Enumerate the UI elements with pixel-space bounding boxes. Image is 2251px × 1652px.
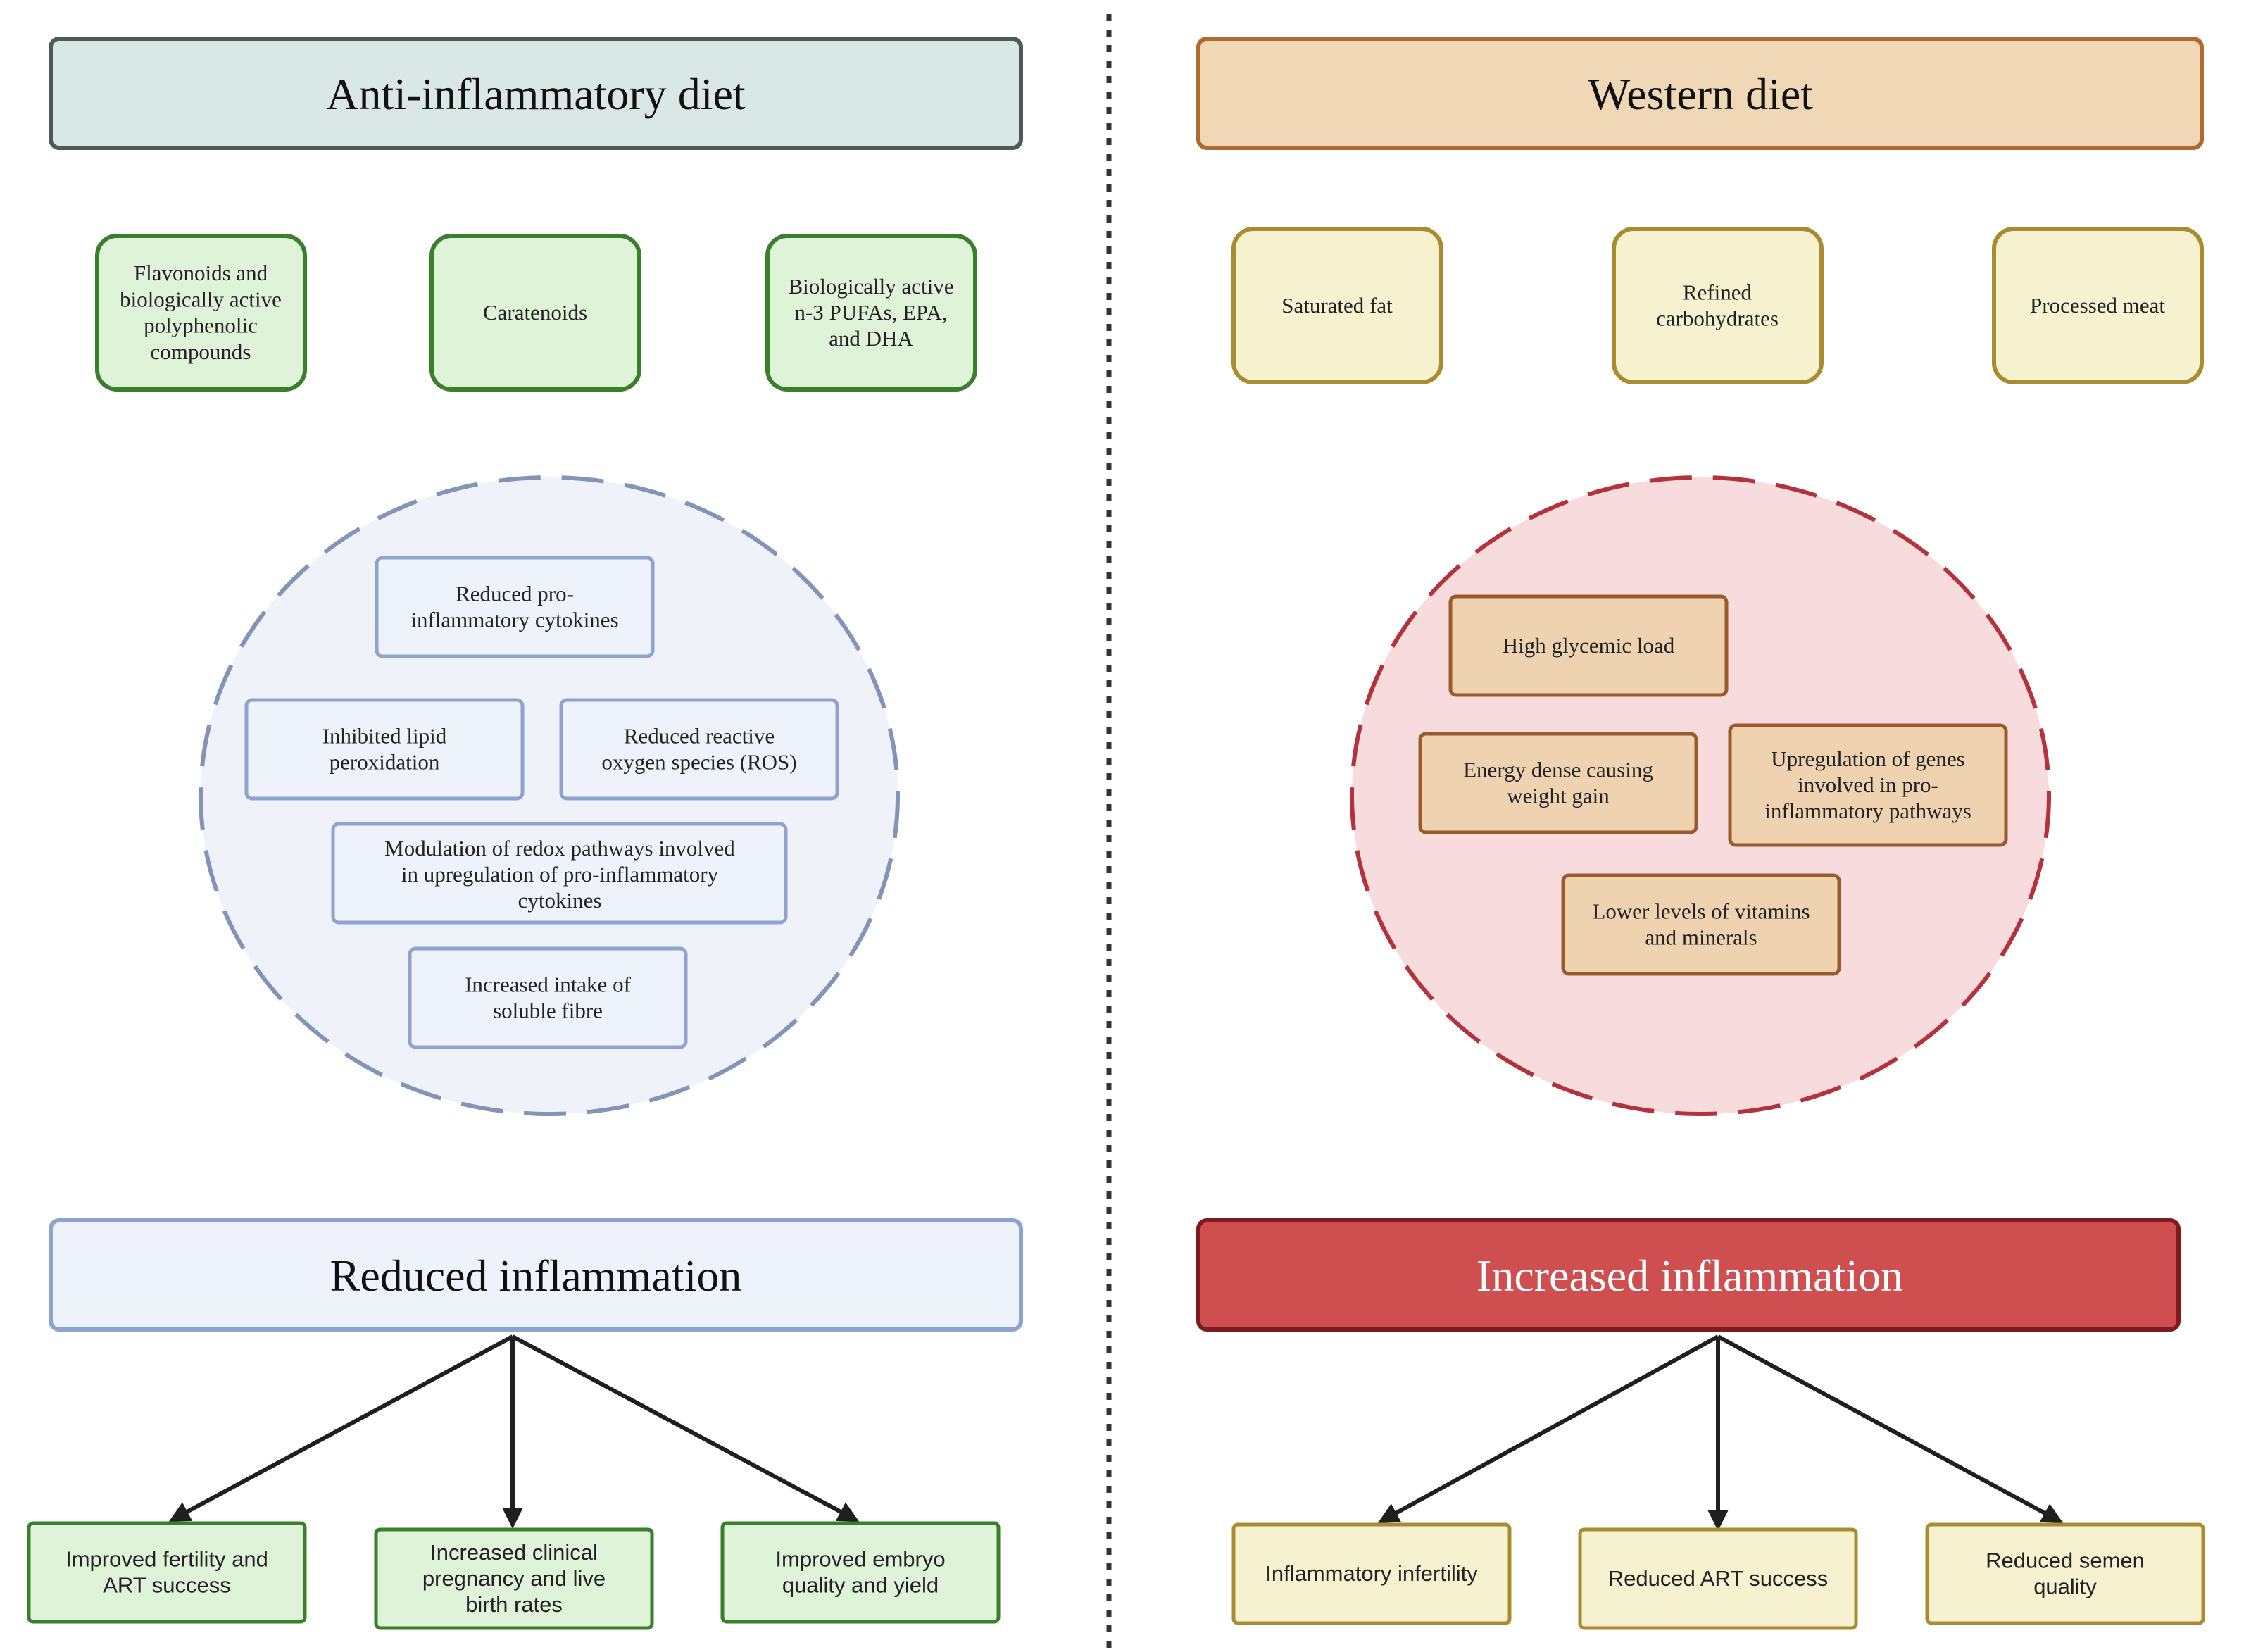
mech-label-lipid-line: peroxidation: [330, 750, 440, 775]
mech-label-glycemic-line: High glycemic load: [1503, 633, 1675, 658]
food-box-carotenoids: [429, 234, 641, 392]
result-label-art-success-line: Reduced ART success: [1608, 1566, 1828, 1591]
mech-label-cytokines-line: Reduced pro-: [456, 581, 574, 606]
mech-box-vitamins: [1561, 873, 1841, 976]
mech-label-gene-upregulation-line: inflammatory pathways: [1764, 799, 1971, 823]
mech-box-ros: [559, 698, 839, 801]
mech-label-lipid-line: Inhibited lipid: [322, 723, 447, 748]
result-label-semen-quality: Reduced semen quality: [1986, 1548, 2145, 1598]
mech-label-energy-dense-line: Energy dense causing: [1463, 757, 1653, 782]
food-label-carotenoids-line: Caratenoids: [483, 300, 587, 325]
mech-label-energy-dense-line: weight gain: [1507, 784, 1610, 808]
mech-label-cytokines-line: inflammatory cytokines: [410, 608, 618, 632]
food-label-carotenoids: Caratenoids: [483, 300, 587, 325]
result-box-fertility: [27, 1521, 307, 1624]
reduced-inflammation-box: [49, 1218, 1023, 1332]
increased-inflammation-box: [1196, 1218, 2181, 1332]
arrow-to-fertility: [168, 1334, 514, 1522]
result-label-inflammatory-infertility: Inflammatory infertility: [1265, 1561, 1478, 1586]
food-label-refined-carbs-line: Refined: [1683, 280, 1752, 304]
mech-label-fibre: Increased intake of soluble fibre: [465, 972, 631, 1022]
western-diet-header-box: [1196, 37, 2204, 150]
food-label-refined-carbs-line: carbohydrates: [1656, 306, 1779, 331]
result-label-embryo-line: quality and yield: [782, 1573, 939, 1598]
mech-label-glycemic: High glycemic load: [1503, 633, 1675, 658]
food-label-flavonoids-line: polyphenolic: [144, 313, 258, 338]
food-label-pufas-line: and DHA: [829, 326, 913, 351]
anti-diet-header-box: [49, 37, 1023, 150]
reduced-inflammation-title: Reduced inflammation: [330, 1251, 742, 1301]
mech-label-redox-line: cytokines: [518, 888, 602, 913]
mech-label-redox-line: in upregulation of pro-inflammatory: [401, 862, 719, 887]
food-label-saturated-fat-line: Saturated fat: [1281, 293, 1393, 318]
result-label-inflammatory-infertility-line: Inflammatory infertility: [1265, 1561, 1478, 1586]
result-label-pregnancy-line: birth rates: [465, 1592, 563, 1617]
mech-label-vitamins-line: and minerals: [1645, 925, 1757, 950]
food-label-processed-meat-line: Processed meat: [2030, 293, 2165, 318]
mech-label-fibre-line: soluble fibre: [493, 999, 603, 1023]
food-box-processed-meat: [1992, 227, 2204, 384]
mech-box-gene-upregulation: [1728, 723, 2008, 847]
food-box-flavonoids: [95, 234, 307, 392]
mech-box-glycemic: [1448, 594, 1729, 697]
anti-diet-title: Anti-inflammatory diet: [326, 69, 746, 119]
result-label-semen-quality-line: Reduced semen: [1986, 1548, 2145, 1572]
mech-label-ros-line: oxygen species (ROS): [601, 750, 796, 775]
mech-label-redox-line: Modulation of redox pathways involved: [384, 836, 735, 861]
mech-label-fibre-line: Increased intake of: [465, 972, 631, 996]
result-box-semen-quality: [1925, 1522, 2205, 1625]
mech-box-fibre: [408, 946, 688, 1049]
mech-box-cytokines: [375, 556, 655, 658]
food-label-flavonoids-line: compounds: [151, 339, 251, 364]
mech-label-ros-line: Reduced reactive: [624, 723, 775, 748]
mech-box-redox: [331, 822, 788, 925]
result-label-art-success: Reduced ART success: [1608, 1566, 1828, 1591]
food-label-pufas-line: Biologically active: [788, 274, 953, 299]
result-box-pregnancy: [374, 1527, 654, 1630]
increased-inflammation-title: Increased inflammation: [1476, 1251, 1903, 1301]
arrow-to-embryo: [511, 1334, 860, 1522]
mech-label-vitamins-line: Lower levels of vitamins: [1592, 899, 1810, 923]
food-box-refined-carbs: [1612, 227, 1824, 384]
mech-label-cytokines: Reduced pro-inflammatory cytokines: [410, 581, 618, 632]
arrow-to-semen-quality: [1717, 1334, 2064, 1523]
result-label-embryo-line: Improved embryo: [775, 1546, 945, 1571]
result-label-pregnancy-line: Increased clinical: [430, 1540, 598, 1565]
arrow-to-infertility: [1377, 1334, 1719, 1523]
food-label-saturated-fat: Saturated fat: [1281, 293, 1393, 318]
mech-box-energy-dense: [1418, 732, 1698, 834]
result-box-inflammatory-infertility: [1231, 1522, 1512, 1625]
result-label-pregnancy-line: pregnancy and live: [422, 1566, 606, 1591]
food-box-saturated-fat: [1231, 227, 1443, 384]
result-label-fertility-line: Improved fertility and: [65, 1546, 268, 1571]
result-label-semen-quality-line: quality: [2033, 1575, 2097, 1599]
food-label-flavonoids-line: biologically active: [120, 287, 282, 311]
mech-label-gene-upregulation-line: involved in pro-: [1798, 772, 1938, 797]
result-box-embryo: [720, 1521, 1001, 1624]
result-box-art-success: [1578, 1527, 1858, 1630]
mech-box-lipid: [244, 698, 525, 801]
result-label-fertility-line: ART success: [103, 1573, 230, 1598]
mech-label-gene-upregulation-line: Upregulation of genes: [1771, 746, 1964, 771]
food-label-pufas-line: n-3 PUFAs, EPA,: [794, 300, 947, 325]
food-label-flavonoids-line: Flavonoids and: [134, 261, 268, 285]
food-box-pufas: [765, 234, 977, 392]
western-diet-title: Western diet: [1588, 69, 1813, 119]
food-label-processed-meat: Processed meat: [2030, 293, 2165, 318]
